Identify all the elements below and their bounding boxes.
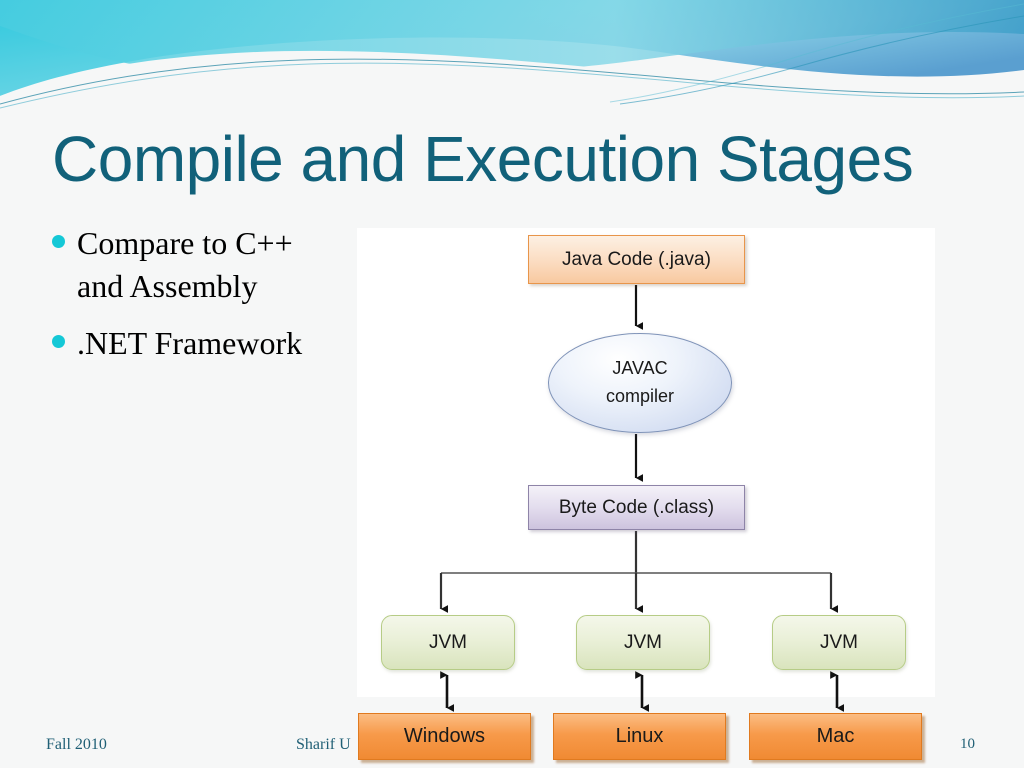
bullet-text: .NET Framework — [77, 325, 303, 362]
header-decoration — [0, 0, 1024, 110]
diagram-connectors — [439, 285, 844, 712]
node-os-windows[interactable]: Windows — [358, 713, 531, 760]
bullet-dot-icon — [52, 335, 65, 349]
node-javac-line1: JAVAC — [612, 358, 668, 379]
node-java-code[interactable]: Java Code (.java) — [528, 235, 745, 284]
list-item: Compare to C++ and Assembly — [52, 222, 332, 308]
node-byte-code[interactable]: Byte Code (.class) — [528, 485, 745, 530]
bullet-text: Compare to C++ and Assembly — [77, 225, 293, 305]
node-jvm-2[interactable]: JVM — [576, 615, 710, 670]
footer-organization: Sharif U — [296, 736, 351, 753]
flow-diagram: Java Code (.java) JAVAC compiler Byte Co… — [357, 228, 935, 760]
slide-footer: Fall 2010 Sharif U 10 — [0, 730, 1024, 768]
list-item: .NET Framework — [52, 322, 332, 365]
node-javac-line2: compiler — [605, 386, 675, 406]
node-os-linux[interactable]: Linux — [553, 713, 726, 760]
node-javac-compiler[interactable]: JAVAC compiler — [548, 333, 732, 433]
slide-number: 10 — [960, 736, 975, 752]
bullet-list: Compare to C++ and Assembly .NET Framewo… — [52, 222, 332, 380]
bullet-dot-icon — [52, 235, 65, 248]
node-jvm-1[interactable]: JVM — [381, 615, 515, 670]
footer-term: Fall 2010 — [46, 736, 107, 753]
node-jvm-3[interactable]: JVM — [772, 615, 906, 670]
page-title: Compile and Execution Stages — [52, 123, 914, 195]
node-os-mac[interactable]: Mac — [749, 713, 922, 760]
